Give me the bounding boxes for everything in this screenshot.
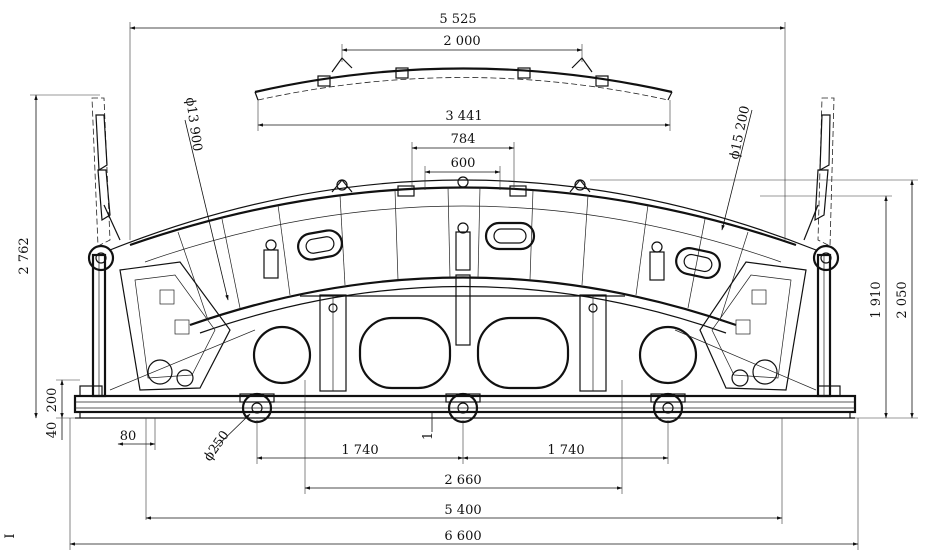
dim-1740-left: 1 740 bbox=[341, 443, 378, 458]
dim-1910: 1 910 bbox=[869, 281, 884, 318]
margin-mark: I bbox=[3, 533, 18, 538]
dim-radius-15200: ϕ15 200 bbox=[727, 105, 753, 161]
dim-6600: 6 600 bbox=[444, 529, 481, 544]
part-marker-1: 1 bbox=[421, 432, 436, 440]
dim-600: 600 bbox=[451, 156, 476, 171]
left-end-assembly bbox=[119, 261, 231, 391]
dim-5400: 5 400 bbox=[444, 503, 481, 518]
dim-radius-13900: ϕ13 900 bbox=[182, 96, 204, 152]
dim-200: 200 bbox=[45, 388, 60, 413]
curved-beam bbox=[109, 176, 817, 334]
dim-80: 80 bbox=[120, 429, 137, 444]
dim-784: 784 bbox=[451, 132, 476, 147]
clamp-units bbox=[263, 222, 665, 346]
access-openings bbox=[109, 316, 817, 391]
dim-40: 40 bbox=[45, 422, 60, 439]
dim-5525: 5 525 bbox=[439, 12, 476, 27]
left-side-post bbox=[87, 97, 121, 398]
dim-2660: 2 660 bbox=[444, 473, 481, 488]
dim-3441: 3 441 bbox=[445, 109, 482, 124]
dim-2050: 2 050 bbox=[895, 281, 910, 318]
dim-1740-right: 1 740 bbox=[547, 443, 584, 458]
dimension-lines bbox=[30, 22, 918, 550]
dim-wheel-250: ϕ250 bbox=[201, 428, 233, 464]
right-end-assembly bbox=[699, 261, 807, 391]
support-columns bbox=[300, 294, 625, 392]
top-part-view bbox=[254, 57, 673, 101]
right-side-post bbox=[803, 97, 840, 398]
dim-2000: 2 000 bbox=[443, 34, 480, 49]
dim-2762: 2 762 bbox=[17, 237, 32, 274]
